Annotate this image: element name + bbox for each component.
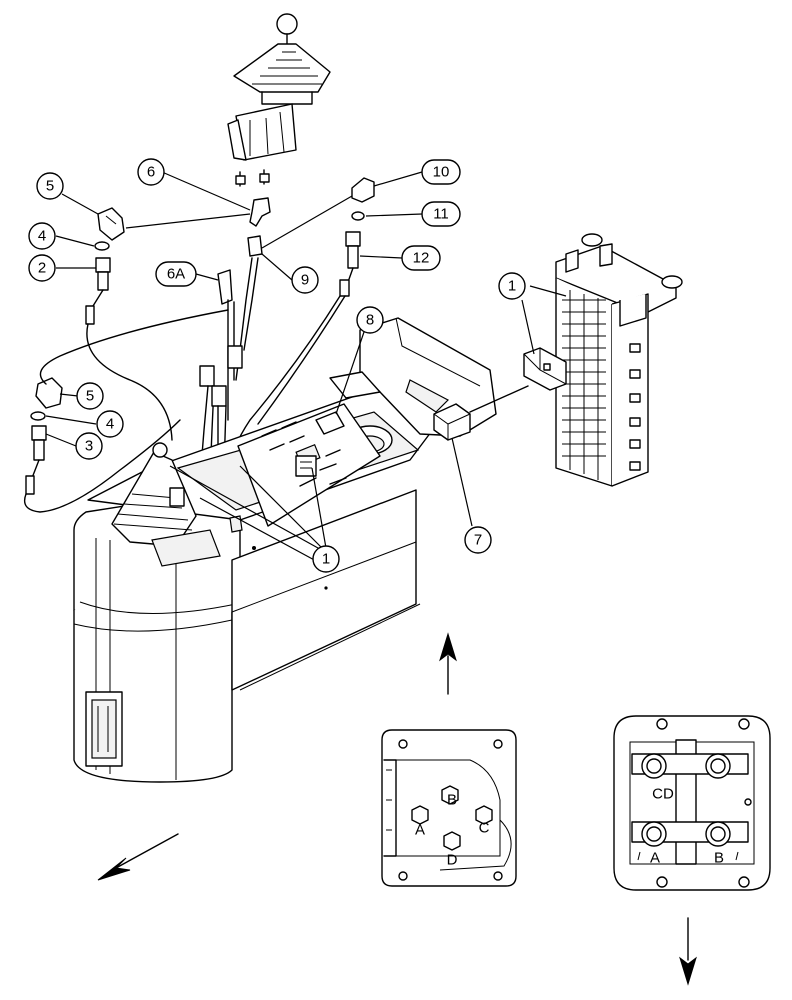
callout-6: 6 <box>137 158 165 186</box>
svg-text:4: 4 <box>106 416 114 433</box>
port-label-a: A <box>415 822 425 839</box>
port-label-b-right: B <box>714 850 724 867</box>
callouts: 5 4 2 6 10 11 9 12 <box>28 158 526 573</box>
callout-5-upper: 5 <box>36 172 64 200</box>
callout-9: 9 <box>291 266 319 294</box>
port-view-left: B A C D <box>381 729 517 887</box>
callout-6A: 6A <box>155 261 197 287</box>
svg-text:5: 5 <box>46 178 54 195</box>
svg-text:6: 6 <box>147 164 155 181</box>
hose-fitting-2 <box>85 257 111 325</box>
svg-text:11: 11 <box>433 206 449 223</box>
hose-fitting-12 <box>339 231 361 297</box>
svg-text:5: 5 <box>86 388 94 405</box>
tee-fitting-6 <box>247 197 271 257</box>
oring-11 <box>351 211 365 221</box>
callout-4-upper: 4 <box>28 222 56 250</box>
arrow-down <box>679 917 697 986</box>
callout-5-lower: 5 <box>76 382 104 410</box>
fuse-block <box>523 233 683 487</box>
svg-text:9: 9 <box>301 272 309 289</box>
console-housing <box>73 317 529 783</box>
arrow-forward-left <box>97 833 179 881</box>
callout-12: 12 <box>401 245 441 271</box>
callout-4-lower: 4 <box>96 410 124 438</box>
svg-text:3: 3 <box>85 438 93 455</box>
callout-11: 11 <box>421 201 461 227</box>
fitting-5-upper <box>97 207 125 241</box>
svg-text:6A: 6A <box>167 266 185 283</box>
port-label-b: B <box>447 792 457 809</box>
svg-text:1: 1 <box>322 551 330 568</box>
callout-2: 2 <box>28 254 56 282</box>
fitting-5-lower <box>35 377 63 409</box>
hydraulic-hoses <box>23 257 346 521</box>
hose-fitting-6A <box>217 269 233 305</box>
callout-7: 7 <box>464 526 492 554</box>
callout-3: 3 <box>75 432 103 460</box>
hose-fitting-3 <box>25 425 47 495</box>
joystick-top <box>227 13 331 187</box>
port-label-d: D <box>447 852 458 869</box>
arrow-up <box>439 632 457 695</box>
leader-lines <box>45 171 567 563</box>
svg-text:2: 2 <box>38 260 46 277</box>
svg-text:8: 8 <box>366 312 374 329</box>
oring-4-upper <box>94 241 110 251</box>
svg-text:7: 7 <box>474 532 482 549</box>
svg-text:4: 4 <box>38 228 46 245</box>
callout-1-center: 1 <box>312 545 340 573</box>
callout-10: 10 <box>421 159 461 185</box>
port-label-c: C <box>479 820 490 837</box>
svg-text:1: 1 <box>508 278 516 295</box>
oring-4-lower <box>30 411 46 421</box>
port-view-right: CD A B <box>613 715 771 891</box>
port-label-cd: CD <box>652 786 674 803</box>
svg-text:10: 10 <box>433 164 450 181</box>
port-label-a-right: A <box>650 850 660 867</box>
callout-1-right: 1 <box>498 272 526 300</box>
elbow-fitting-10 <box>351 177 375 203</box>
svg-text:12: 12 <box>413 250 430 267</box>
callout-8: 8 <box>356 306 384 334</box>
fuse-rows <box>562 299 606 457</box>
